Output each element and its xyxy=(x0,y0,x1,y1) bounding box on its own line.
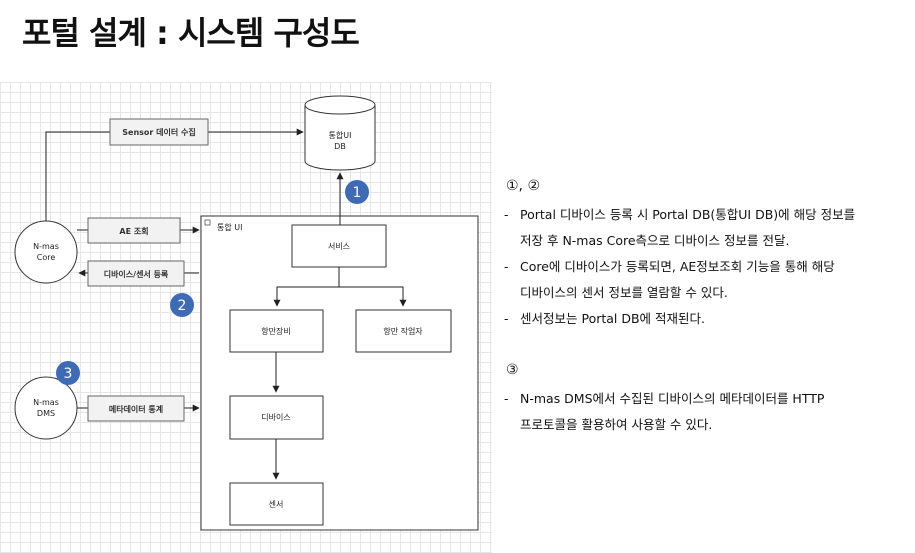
metadata-stats-label: 메타데이터 통계 xyxy=(109,404,163,414)
service-to-equipment-arrow xyxy=(273,267,340,307)
svg-text:1: 1 xyxy=(353,185,362,201)
device-register-box xyxy=(87,260,185,287)
svg-text:3: 3 xyxy=(64,366,73,382)
system-diagram: 통합UI DB N-mas Core N-mas DMS Sensor 데이터 … xyxy=(0,82,492,553)
nmas-core-line1: N-mas xyxy=(33,242,59,251)
nmas-dms-node: N-mas DMS xyxy=(14,376,78,440)
bullet-dash: - xyxy=(504,391,509,406)
notes-heading-2: ③ xyxy=(506,362,519,378)
nmas-dms-line2: DMS xyxy=(37,409,55,418)
note-line: 센서정보는 Portal DB에 적재된다. xyxy=(520,311,706,326)
note-line: 저장 후 N-mas Core측으로 디바이스 정보를 전달. xyxy=(520,233,790,248)
db-label-line2: DB xyxy=(334,142,346,151)
ae-query-label: AE 조회 xyxy=(119,226,148,236)
badge-2: 2 xyxy=(170,293,194,317)
badge-1: 1 xyxy=(345,180,369,204)
badge-3: 3 xyxy=(56,361,80,385)
service-to-worker-arrow xyxy=(339,286,407,307)
port-equipment-label: 항만장비 xyxy=(261,326,290,336)
port-equipment-box xyxy=(229,309,324,353)
container-collapse-icon xyxy=(204,219,211,226)
port-worker-box xyxy=(355,309,452,353)
page-title: 포털 설계 : 시스템 구성도 xyxy=(22,14,360,52)
sensor-box xyxy=(229,482,324,526)
svg-text:2: 2 xyxy=(178,298,187,314)
diagram-canvas: 통합UI DB N-mas Core N-mas DMS Sensor 데이터 … xyxy=(14,95,479,531)
nmas-core-node: N-mas Core xyxy=(14,220,78,284)
bullet-dash: - xyxy=(504,311,509,326)
note-line: 프로토콜을 활용하여 사용할 수 있다. xyxy=(520,417,713,432)
sensor-collect-box xyxy=(109,118,209,146)
note-item: - Core에 디바이스가 등록되면, AE정보조회 기능을 통해 해당 디바이… xyxy=(500,254,910,306)
note-item: - 센서정보는 Portal DB에 적재된다. xyxy=(500,306,910,332)
note-line: N-mas DMS에서 수집된 디바이스의 메타데이터를 HTTP xyxy=(520,391,825,406)
service-box xyxy=(291,224,387,268)
service-label: 서비스 xyxy=(328,242,350,251)
bullet-dash: - xyxy=(504,207,509,222)
metadata-stats-box xyxy=(87,395,185,422)
device-register-label: 디바이스/센서 등록 xyxy=(104,269,169,279)
note-item: - N-mas DMS에서 수집된 디바이스의 메타데이터를 HTTP 프로토콜… xyxy=(500,386,910,438)
note-line: 디바이스의 센서 정보를 열람할 수 있다. xyxy=(520,285,728,300)
notes-panel: ①, ② - Portal 디바이스 등록 시 Portal DB(통합UI D… xyxy=(500,178,910,438)
port-worker-label: 항만 작업자 xyxy=(383,326,423,336)
integrated-ui-db: 통합UI DB xyxy=(304,95,376,171)
ae-query-box xyxy=(87,217,181,244)
db-label-line1: 통합UI xyxy=(329,131,352,140)
note-line: Portal 디바이스 등록 시 Portal DB(통합UI DB)에 해당 … xyxy=(520,207,856,222)
nmas-core-line2: Core xyxy=(37,253,56,262)
integrated-ui-label: 통합 UI xyxy=(217,223,242,232)
nmas-dms-line1: N-mas xyxy=(33,398,59,407)
device-label: 디바이스 xyxy=(261,412,290,422)
sensor-collect-label: Sensor 데이터 수집 xyxy=(122,127,195,137)
sensor-collect-connector xyxy=(45,128,304,221)
bullet-dash: - xyxy=(504,259,509,274)
note-line: Core에 디바이스가 등록되면, AE정보조회 기능을 통해 해당 xyxy=(520,259,835,274)
notes-heading-1: ①, ② xyxy=(506,178,541,194)
note-item: - Portal 디바이스 등록 시 Portal DB(통합UI DB)에 해… xyxy=(500,202,910,254)
sensor-label: 센서 xyxy=(269,499,284,509)
